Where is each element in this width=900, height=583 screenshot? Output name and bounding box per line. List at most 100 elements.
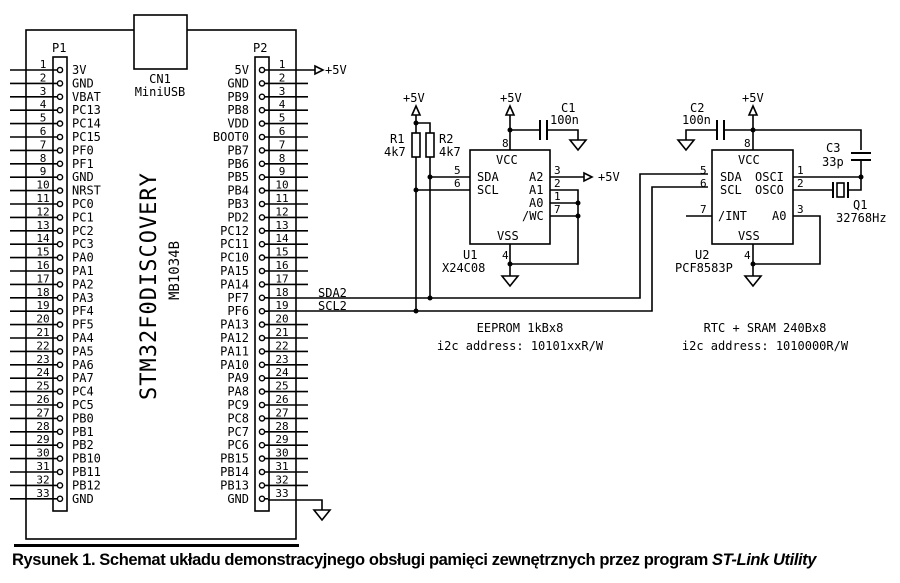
pin-label: PA15 (220, 264, 249, 278)
pin-label: GND (72, 76, 94, 90)
pin-hole (56, 120, 64, 127)
pin-number: 19 (36, 299, 49, 312)
pin-label: PB13 (220, 478, 249, 492)
pin-hole (258, 267, 266, 275)
junction (575, 213, 581, 219)
u2-address: i2c address: 1010000R/W (682, 339, 849, 353)
u1-address: i2c address: 10101xxR/W (437, 339, 604, 353)
pin-hole (258, 173, 266, 181)
pin-number: 14 (275, 232, 289, 245)
c2-ref: C2 (690, 101, 704, 115)
junction (750, 127, 756, 133)
usb-connector (133, 14, 188, 70)
junction (575, 200, 581, 206)
pin-label: PC12 (220, 224, 249, 238)
pin-label: PA11 (220, 344, 249, 358)
pin-number: 33 (275, 487, 288, 500)
pin-label: PA13 (220, 318, 249, 332)
schematic-diagram: CN1 MiniUSB STM32F0DISCOVERY MB1034B P1 … (10, 14, 887, 540)
pin-label: PB3 (227, 197, 249, 211)
pin-number: 20 (275, 313, 288, 326)
board-name: STM32F0DISCOVERY (137, 172, 162, 400)
pin-hole (56, 374, 64, 382)
pin-label: 5V (235, 63, 249, 77)
u1-pin-vss: VSS (497, 229, 519, 243)
junction (413, 120, 419, 126)
pin-number: 15 (36, 246, 49, 259)
pin-number: 32 (36, 473, 49, 486)
pin-label: PC10 (220, 251, 249, 265)
pin-label: PC7 (227, 425, 249, 439)
pin-label: GND (227, 492, 249, 506)
u2-pin-osco: OSCO (755, 183, 784, 197)
pin-label: PB5 (227, 170, 249, 184)
pin-hole (56, 294, 64, 302)
pin-number: 26 (36, 393, 49, 406)
figure-caption: Rysunek 1. Schemat układu demonstracyjne… (12, 551, 816, 570)
pin-label: PC15 (72, 130, 101, 144)
pin-label: PA0 (72, 251, 94, 265)
pin-label: PF7 (227, 291, 249, 305)
pin-number: 4 (279, 98, 286, 111)
pin-number: 24 (36, 366, 50, 379)
junction (507, 127, 513, 133)
pin-number: 15 (275, 246, 288, 259)
u2-pin-scl: SCL (720, 183, 742, 197)
pin-hole (258, 160, 266, 168)
pin-hole (56, 200, 64, 208)
u2-pin-num-int: 7 (700, 203, 707, 216)
pin-label: PF4 (72, 304, 94, 318)
pin-hole (258, 374, 266, 382)
pin-number: 22 (36, 339, 49, 352)
pin-number: 16 (275, 259, 288, 272)
pin-number: 9 (40, 165, 47, 178)
u2-vcc-label: +5V (742, 91, 764, 105)
pin-label: PB15 (220, 452, 249, 466)
pin-hole (56, 361, 64, 369)
pin-hole (258, 441, 266, 449)
pin-label: PA1 (72, 264, 94, 278)
pin-number: 13 (36, 219, 49, 232)
pin-hole (56, 267, 64, 275)
r1-ref: R1 (390, 132, 404, 146)
c3-ref: C3 (826, 141, 840, 155)
pin-number: 23 (275, 353, 288, 366)
pin-hole (56, 455, 64, 462)
pin-hole (56, 334, 64, 342)
vcc-arrow-u1 (504, 104, 516, 116)
pin-hole (258, 415, 266, 422)
pin-hole (258, 334, 266, 342)
q1-value: 32768Hz (836, 211, 887, 225)
pin-label: PB11 (72, 465, 101, 479)
u1-pin-sda: SDA (477, 170, 499, 184)
u2-wire-osco (793, 177, 862, 191)
u1-pin-a1: A1 (529, 183, 543, 197)
pin-label: VDD (227, 117, 249, 131)
net-label-sda: SDA2 (318, 286, 347, 300)
header-p2-ref: P2 (253, 41, 267, 55)
u1-pin-num-a1: 2 (554, 177, 561, 190)
pin-number: 3 (279, 85, 286, 98)
pin-number: 4 (40, 98, 47, 111)
pin-number: 19 (275, 299, 288, 312)
pin-hole (56, 348, 64, 355)
u2-pin-num-scl: 6 (700, 177, 707, 190)
pin-number: 1 (279, 58, 286, 71)
c1-value: 100n (550, 113, 579, 127)
pin-number: 31 (275, 460, 288, 473)
pin-label: PA8 (227, 385, 249, 399)
pin-hole (258, 227, 266, 235)
u1-pin-num-scl: 6 (454, 177, 461, 190)
pin-label: PA9 (227, 371, 249, 385)
crystal-q1-body (836, 182, 845, 198)
u1-pin-num-vss: 4 (502, 249, 509, 262)
pin-hole (56, 187, 64, 194)
pin-number: 10 (36, 179, 49, 192)
pin-hole (258, 254, 266, 261)
pin-number: 31 (36, 460, 49, 473)
pin-label: PB1 (72, 425, 94, 439)
pin-hole (258, 200, 266, 208)
u2-ref: U2 (695, 248, 709, 262)
pin-label: PF1 (72, 157, 94, 171)
